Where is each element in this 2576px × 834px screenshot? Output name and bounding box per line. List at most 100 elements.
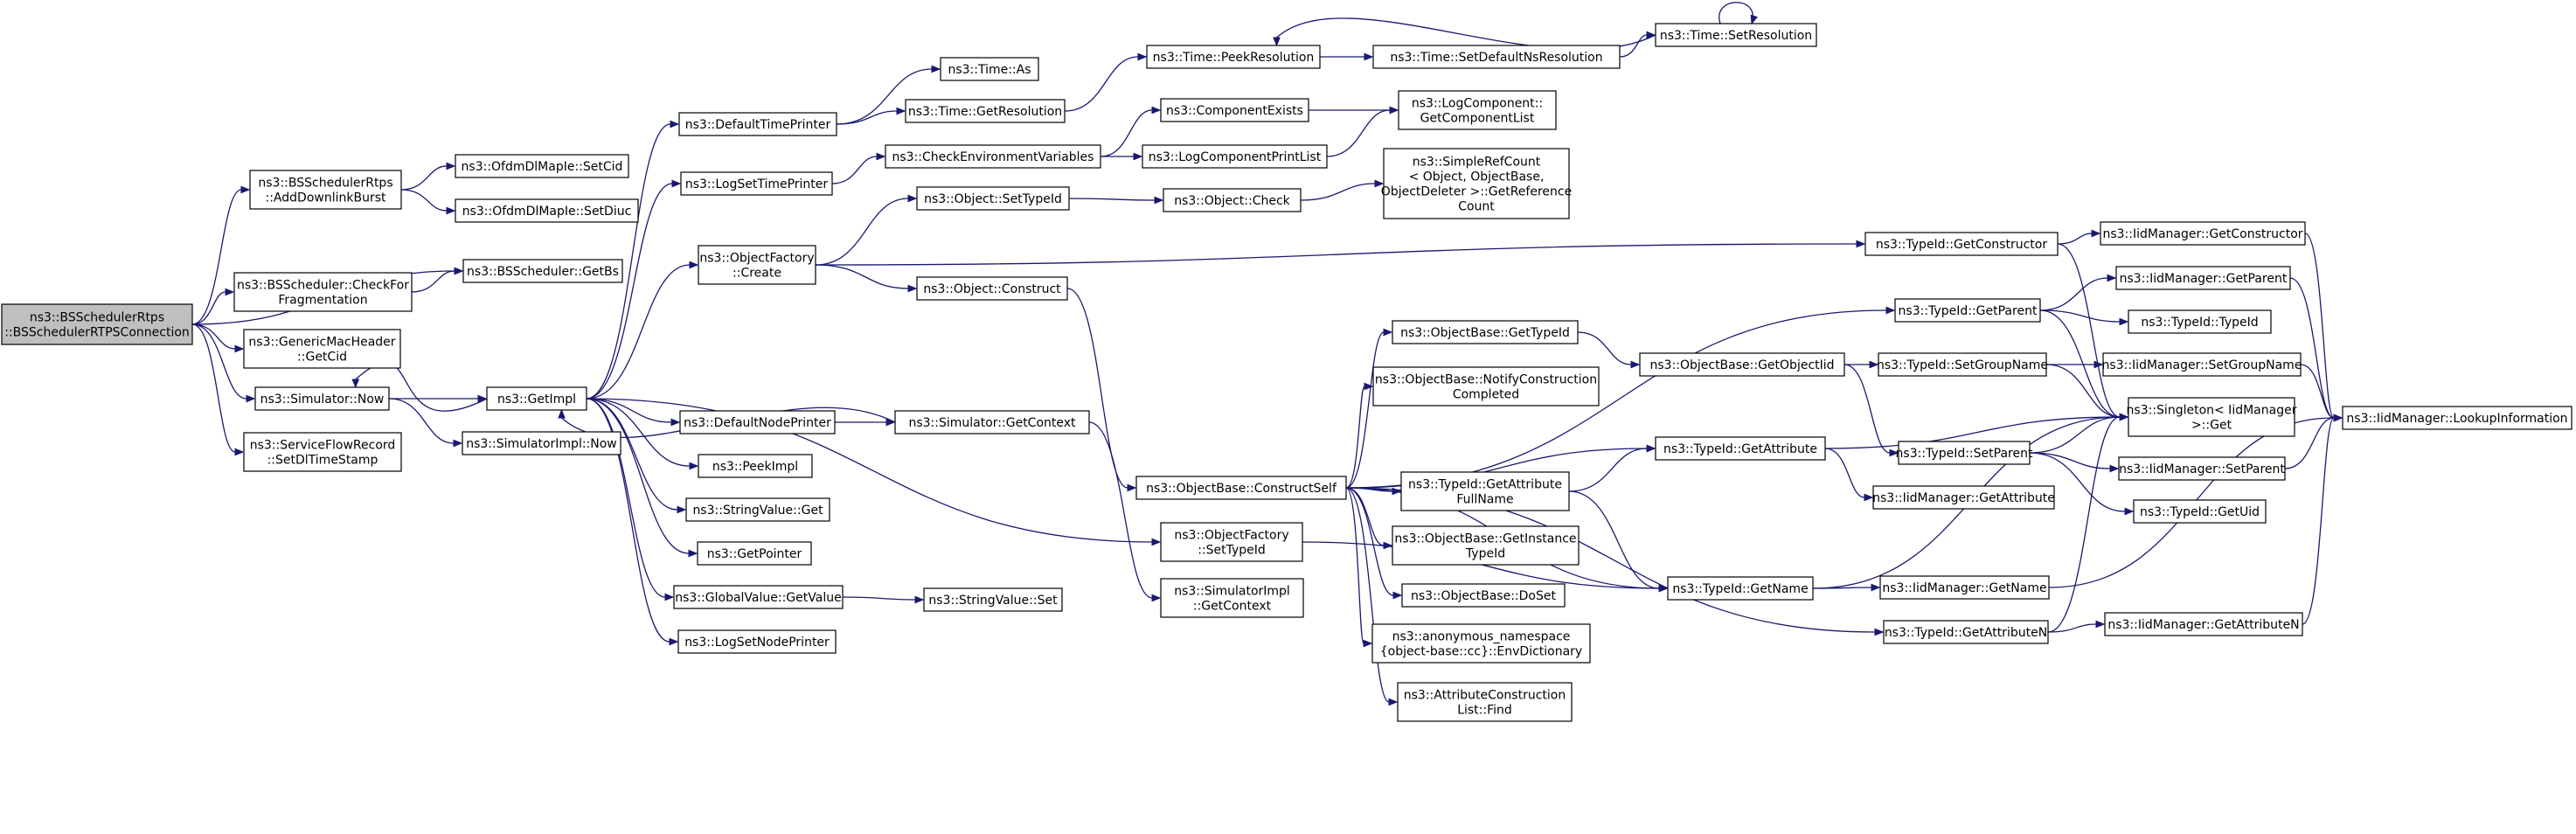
arrowhead-icon — [351, 379, 360, 389]
node-peekRes[interactable]: ns3::Time::PeekResolution — [1146, 45, 1321, 69]
node-objFactorySetTypeId[interactable]: ns3::ObjectFactory::SetTypeId — [1160, 522, 1303, 562]
arrowhead-icon — [2124, 507, 2135, 516]
node-objBaseConstructSelf[interactable]: ns3::ObjectBase::ConstructSelf — [1135, 476, 1347, 500]
node-stringValueGet[interactable]: ns3::StringValue::Get — [685, 497, 830, 522]
node-box — [1397, 682, 1573, 722]
node-compExists[interactable]: ns3::ComponentExists — [1160, 98, 1309, 122]
node-box — [249, 170, 402, 210]
node-label: ns3::Simulator::Now — [260, 393, 385, 407]
node-objBaseGetTypeId[interactable]: ns3::ObjectBase::GetTypeId — [1392, 320, 1579, 344]
node-box — [1883, 620, 2049, 644]
node-getImpl[interactable]: ns3::GetImpl — [486, 386, 587, 411]
node-box — [894, 410, 1090, 434]
node-defNodePrinter[interactable]: ns3::DefaultNodePrinter — [679, 410, 836, 434]
node-objBaseNotify[interactable]: ns3::ObjectBase::NotifyConstructionCompl… — [1372, 366, 1600, 407]
node-objCheck[interactable]: ns3::Object::Check — [1163, 188, 1302, 212]
node-anonEnvDict[interactable]: ns3::anonymous_namespace{object-base::cc… — [1371, 623, 1591, 664]
node-addDownlink[interactable]: ns3::BSSchedulerRtps::AddDownlinkBurst — [249, 170, 402, 210]
node-typeIdGetConstructor[interactable]: ns3::TypeId::GetConstructor — [1864, 232, 2059, 256]
node-iidSetGroupName[interactable]: ns3::IidManager::SetGroupName — [2102, 352, 2302, 377]
node-peekImpl[interactable]: ns3::PeekImpl — [698, 454, 813, 478]
node-defTimePrinter[interactable]: ns3::DefaultTimePrinter — [678, 112, 837, 136]
node-simImplNow[interactable]: ns3::SimulatorImpl::Now — [462, 431, 621, 455]
node-globalValueGet[interactable]: ns3::GlobalValue::GetValue — [673, 585, 844, 609]
node-label: ns3::ObjectBase::GetInstance — [1394, 532, 1576, 546]
edge-typeIdGetName-to-iidGetName — [1812, 583, 1881, 592]
node-typeIdSetParent[interactable]: ns3::TypeId::SetParent — [1896, 441, 2033, 465]
node-typeIdSetGroupName[interactable]: ns3::TypeId::SetGroupName — [1877, 352, 2048, 377]
node-simGetContext[interactable]: ns3::Simulator::GetContext — [894, 410, 1090, 434]
node-genericMac[interactable]: ns3::GenericMacHeader::GetCid — [243, 329, 401, 369]
node-box — [455, 198, 639, 223]
node-getBs[interactable]: ns3::BSScheduler::GetBs — [462, 259, 623, 283]
node-ofdmSetDiuc[interactable]: ns3::OfdmDlMapIe::SetDiuc — [455, 198, 639, 223]
node-label: ns3::LogComponentPrintList — [1149, 150, 1322, 164]
node-objBaseGetObjectIid[interactable]: ns3::ObjectBase::GetObjectIid — [1639, 352, 1845, 377]
node-timeSetRes[interactable]: ns3::Time::SetResolution — [1655, 23, 1817, 47]
node-stringValueSet[interactable]: ns3::StringValue::Set — [923, 587, 1063, 612]
node-typeIdGetAttr[interactable]: ns3::TypeId::GetAttribute — [1655, 436, 1826, 461]
node-logSetNodePrinter[interactable]: ns3::LogSetNodePrinter — [677, 629, 837, 654]
node-typeIdGetName[interactable]: ns3::TypeId::GetName — [1667, 576, 1814, 601]
edge-checkEnv-to-compExists — [1100, 106, 1162, 157]
edge-line — [1064, 56, 1139, 112]
node-objFactoryCreate[interactable]: ns3::ObjectFactory::Create — [698, 245, 816, 285]
node-root[interactable]: ns3::BSSchedulerRtps::BSSchedulerRTPSCon… — [1, 303, 193, 345]
edge-line — [2029, 452, 2126, 512]
node-iidGetAttributeN[interactable]: ns3::IidManager::GetAttributeN — [2104, 612, 2303, 636]
node-logSetTimePrinter[interactable]: ns3::LogSetTimePrinter — [680, 171, 833, 196]
node-box — [1383, 148, 1570, 219]
arrowhead-icon — [2095, 620, 2106, 629]
node-objSetTypeId[interactable]: ns3::Object::SetTypeId — [916, 186, 1070, 211]
node-ofdmSetCid[interactable]: ns3::OfdmDlMapIe::SetCid — [455, 154, 629, 178]
node-objConstruct[interactable]: ns3::Object::Construct — [916, 276, 1068, 301]
node-box — [905, 99, 1066, 123]
node-typeIdGetParent[interactable]: ns3::TypeId::GetParent — [1894, 298, 2041, 323]
arrowhead-icon — [1374, 179, 1385, 188]
node-logCompPrintList[interactable]: ns3::LogComponentPrintList — [1142, 144, 1328, 169]
node-typeIdTypeId[interactable]: ns3::TypeId::TypeId — [2128, 309, 2272, 334]
node-iidLookup[interactable]: ns3::IidManager::LookupInformation — [2342, 406, 2573, 430]
node-sfrSet[interactable]: ns3::ServiceFlowRecord::SetDlTimeStamp — [243, 432, 402, 472]
arrowhead-icon — [453, 439, 463, 448]
node-iidSetParent[interactable]: ns3::IidManager::SetParent — [2118, 456, 2286, 481]
node-label: ns3::IidManager::LookupInformation — [2346, 412, 2567, 426]
edge-typeIdGetAttr-to-iidGetAttribute — [1824, 448, 1874, 502]
node-getPointer[interactable]: ns3::GetPointer — [697, 541, 812, 566]
edge-objBaseGetObjectIid-to-typeIdSetGroupName — [1843, 360, 1879, 369]
edge-line — [1345, 487, 1385, 546]
node-simImplGetContext[interactable]: ns3::SimulatorImpl::GetContext — [1160, 578, 1304, 618]
node-setDefaultNsRes[interactable]: ns3::Time::SetDefaultNsResolution — [1372, 45, 1621, 69]
node-box — [1398, 90, 1557, 130]
node-objBaseDoSet[interactable]: ns3::ObjectBase::DoSet — [1401, 583, 1566, 608]
node-iidGetName[interactable]: ns3::IidManager::GetName — [1879, 575, 2050, 600]
node-iidGetConstructor[interactable]: ns3::IidManager::GetConstructor — [2100, 221, 2306, 246]
node-simNow[interactable]: ns3::Simulator::Now — [254, 386, 390, 411]
arrowhead-icon — [225, 288, 235, 296]
arrowhead-icon — [885, 418, 896, 427]
node-label: ns3::GenericMacHeader — [248, 336, 395, 350]
node-simpleRefCount[interactable]: ns3::SimpleRefCount< Object, ObjectBase,… — [1381, 148, 1572, 219]
node-singletonGet[interactable]: ns3::Singleton< IidManager >::Get — [2127, 397, 2297, 437]
edge-typeIdGetConstructor-to-iidGetConstructor — [2057, 229, 2101, 245]
node-typeIdGetAttrN[interactable]: ns3::TypeId::GetAttributeN — [1883, 620, 2049, 644]
arrowhead-icon — [907, 194, 918, 203]
edge-line — [836, 68, 933, 125]
node-timeAs[interactable]: ns3::Time::As — [940, 57, 1039, 81]
node-checkEnv[interactable]: ns3::CheckEnvironmentVariables — [885, 144, 1101, 169]
nodes-layer: ns3::BSSchedulerRtps::BSSchedulerRTPSCon… — [1, 23, 2573, 722]
node-box — [1372, 45, 1621, 69]
edge-checkEnv-to-logCompPrintList — [1101, 152, 1143, 161]
node-iidGetParent[interactable]: ns3::IidManager::GetParent — [2115, 266, 2291, 290]
node-logCompGetList[interactable]: ns3::LogComponent::GetComponentList — [1398, 90, 1557, 130]
edge-defTimePrinter-to-timeAs — [836, 65, 941, 125]
node-typeIdGetUid[interactable]: ns3::TypeId::GetUid — [2133, 499, 2267, 524]
edge-iidGetAttributeN-to-iidLookup — [2302, 414, 2343, 625]
node-timeGetRes[interactable]: ns3::Time::GetResolution — [905, 99, 1066, 123]
node-iidGetAttribute[interactable]: ns3::IidManager::GetAttribute — [1872, 485, 2055, 510]
node-label: ns3::BSScheduler::GetBs — [467, 265, 619, 279]
